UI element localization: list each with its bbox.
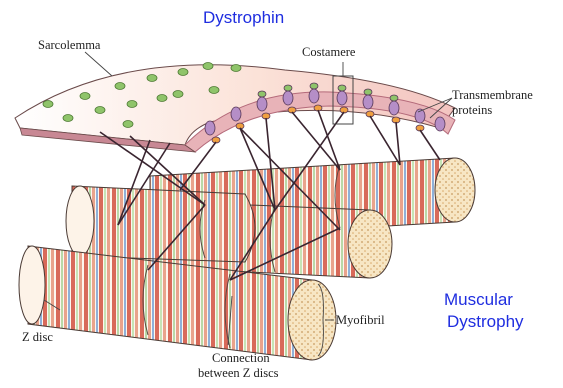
connection-label-line1: Connection: [212, 351, 270, 365]
myofibril-middle-left: [66, 186, 255, 262]
myofibril-label: Myofibril: [336, 313, 385, 327]
z-disc-label: Z disc: [22, 330, 53, 344]
disease-label-line2: Dystrophy: [447, 312, 524, 332]
costamere-label: Costamere: [302, 45, 355, 59]
connection-label-line2: between Z discs: [198, 366, 279, 380]
title-label: Dystrophin: [203, 8, 284, 28]
sarcolemma-label: Sarcolemma: [38, 38, 100, 52]
transmembrane-label-line1: Transmembrane: [452, 88, 533, 102]
transmembrane-label-line2: proteins: [452, 103, 492, 117]
disease-label-line1: Muscular: [444, 290, 513, 310]
